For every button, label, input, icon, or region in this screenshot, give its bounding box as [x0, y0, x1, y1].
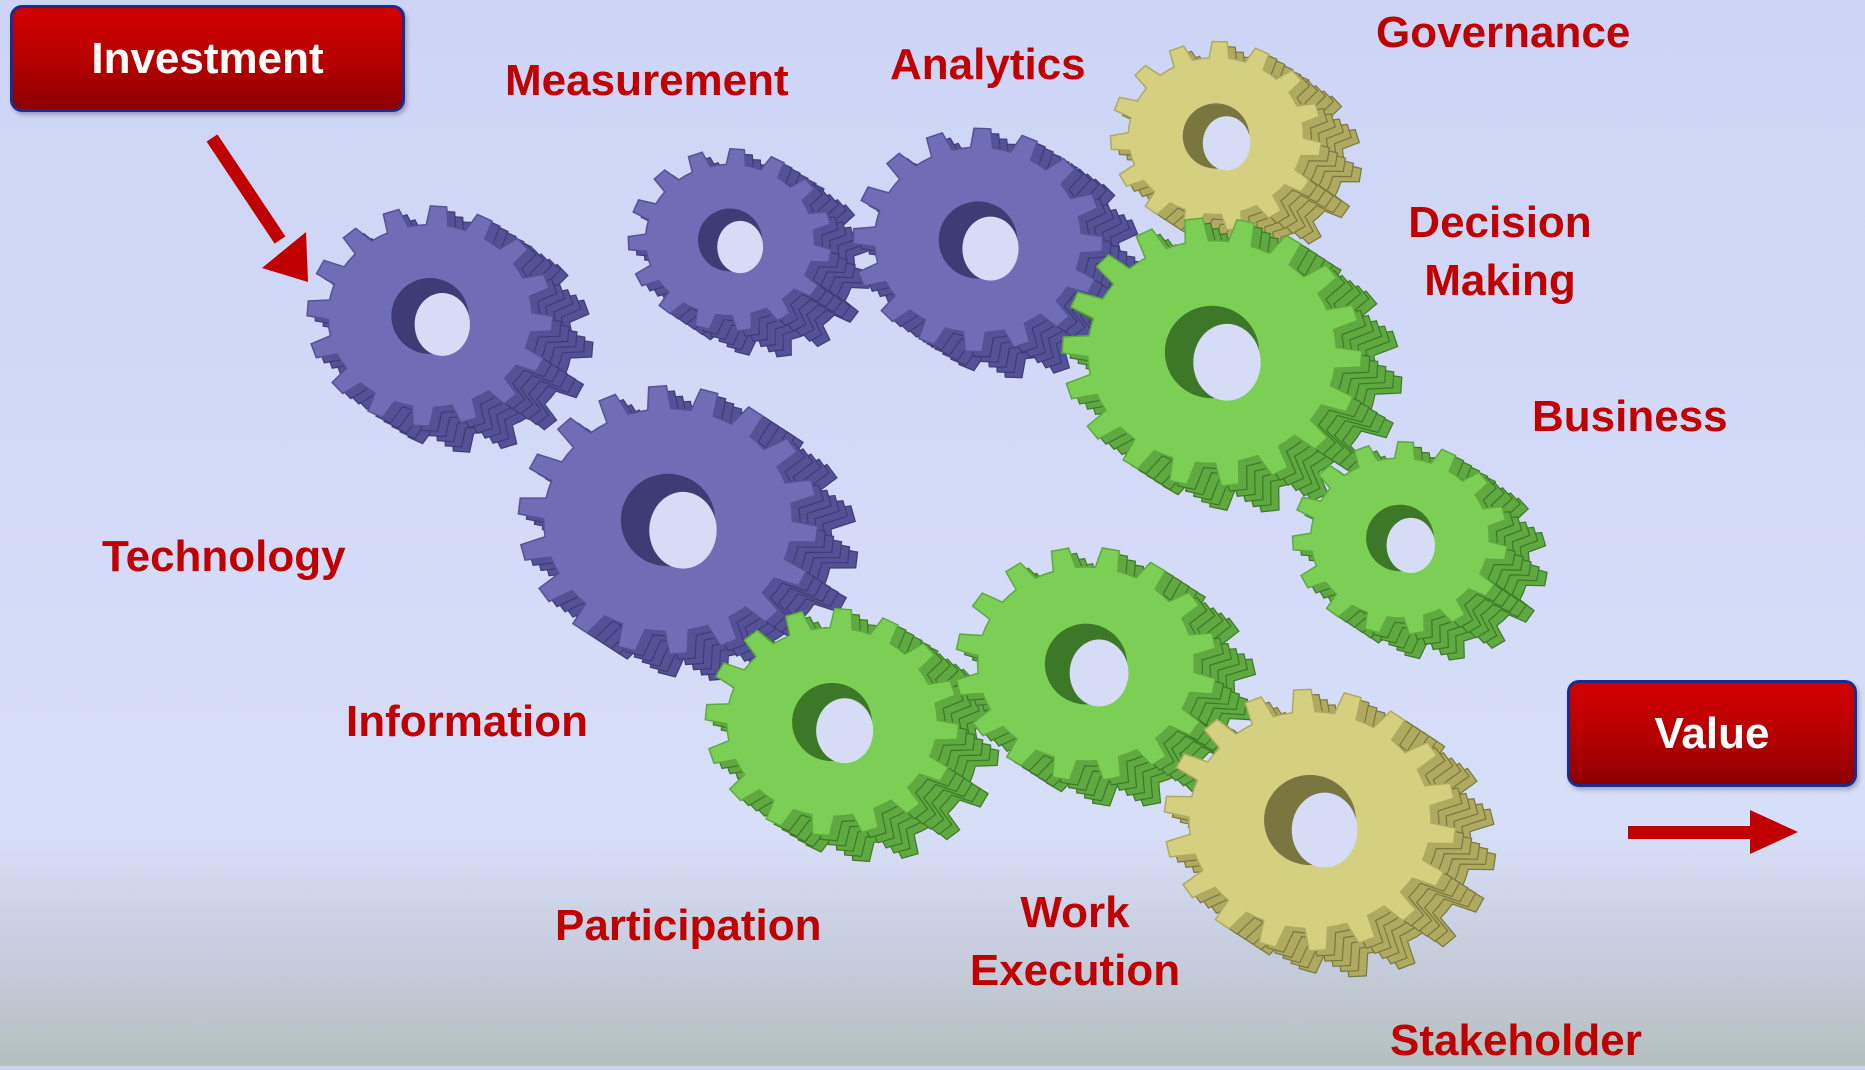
stakeholder-gear	[1163, 688, 1497, 978]
analytics-label: Analytics	[890, 40, 1086, 89]
gear-layer	[306, 40, 1548, 978]
participation-label: Participation	[555, 901, 822, 950]
technology-gear	[306, 205, 594, 453]
value-button[interactable]: Value	[1567, 680, 1857, 787]
information-label: Information	[346, 697, 588, 746]
information-gear	[517, 385, 859, 681]
work-execution-label-line2: Execution	[969, 946, 1181, 995]
decision-making-label-line2: Making	[1424, 256, 1576, 305]
stakeholder-label: Stakeholder	[1390, 1016, 1642, 1065]
participation-gear	[704, 607, 1000, 863]
business-label: Business	[1532, 392, 1728, 441]
analytics-gear	[852, 127, 1144, 379]
work-execution-gear	[955, 547, 1257, 807]
measurement-label: Measurement	[505, 56, 789, 105]
investment-arrow-icon	[206, 134, 308, 282]
investment-button[interactable]: Investment	[10, 5, 405, 112]
business-gear	[1291, 440, 1548, 661]
work-execution-label-line1: Work	[1020, 888, 1130, 937]
decision-making-gear	[1061, 217, 1403, 513]
technology-label: Technology	[102, 532, 346, 581]
decision-making-label-line1: Decision	[1408, 198, 1592, 247]
governance-label: Governance	[1376, 8, 1631, 57]
measurement-gear	[627, 148, 872, 358]
value-arrow-icon	[1628, 810, 1798, 854]
governance-gear	[1109, 40, 1363, 257]
